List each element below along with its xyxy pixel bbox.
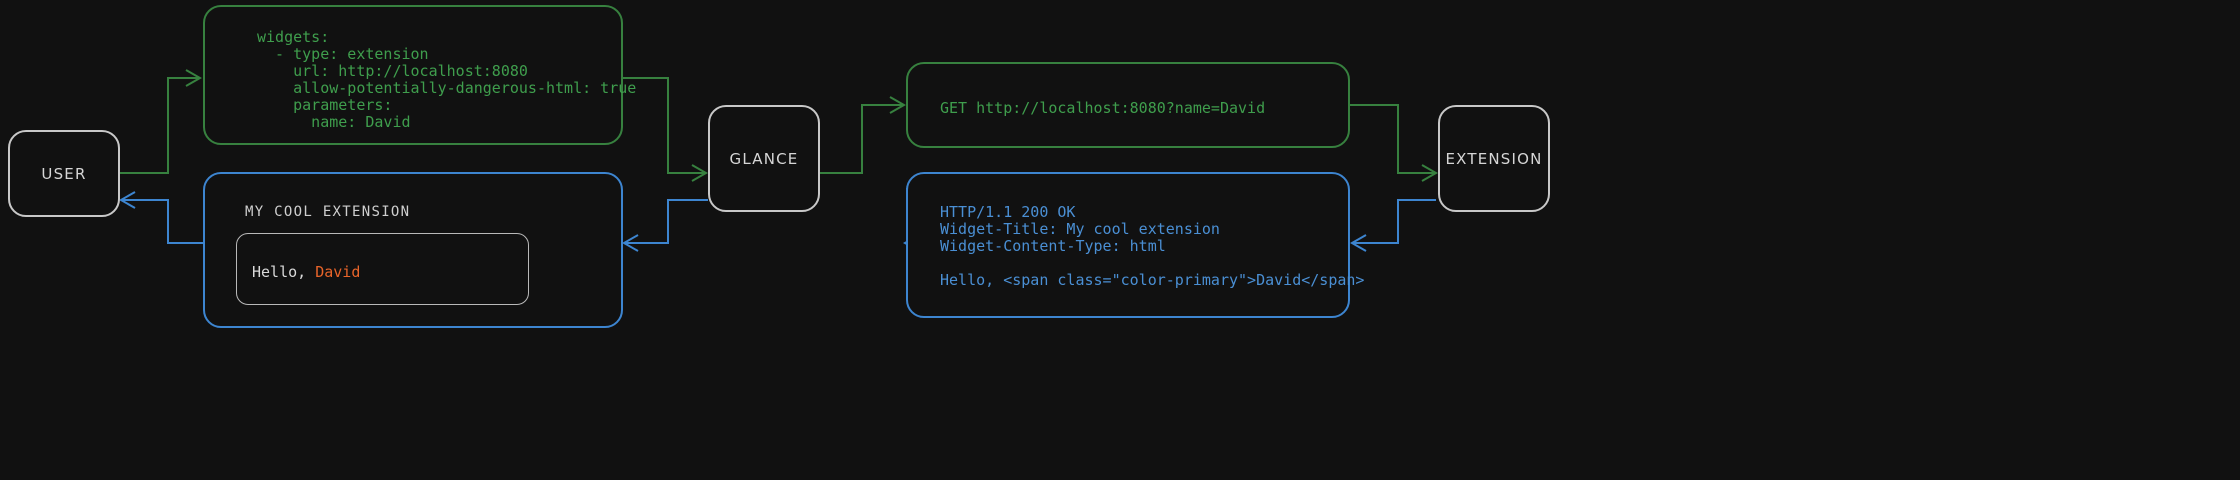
widget-preview-box: MY COOL EXTENSION Hello, David (203, 172, 623, 328)
http-response-widget-title-header: Widget-Title: My cool extension (940, 220, 1220, 238)
arrow-glance-to-widget (621, 199, 708, 252)
widget-greeting-name: David (315, 263, 361, 281)
arrow-widget-to-user (118, 191, 203, 244)
http-response-blank-line (940, 255, 1364, 272)
node-glance[interactable]: GLANCE (708, 105, 820, 212)
http-response-box: HTTP/1.1 200 OK Widget-Title: My cool ex… (906, 172, 1364, 318)
http-request-text: GET http://localhost:8080?name=David (940, 99, 1266, 117)
http-response-body: Hello, <span class="color-primary">David… (940, 271, 1365, 289)
node-glance-label: GLANCE (729, 149, 799, 168)
widget-greeting-prefix: Hello, (252, 263, 316, 281)
arrow-extension-to-response (1349, 199, 1436, 252)
widget-preview-card: Hello, David (236, 233, 529, 305)
widget-preview-title: MY COOL EXTENSION (245, 204, 411, 220)
http-response-content-type-header: Widget-Content-Type: html (940, 237, 1166, 255)
node-extension-label: EXTENSION (1445, 149, 1543, 168)
http-response-status-line: HTTP/1.1 200 OK (940, 203, 1076, 221)
node-user[interactable]: USER (8, 130, 120, 217)
widget-preview-greeting: Hello, David (252, 263, 360, 281)
node-user-label: USER (41, 164, 87, 183)
config-yaml-text: widgets: - type: extension url: http://l… (257, 28, 637, 131)
arrow-request-to-extension (1350, 104, 1439, 182)
http-response-text: HTTP/1.1 200 OK Widget-Title: My cool ex… (940, 204, 1364, 289)
arrow-glance-to-request (820, 96, 907, 174)
node-extension[interactable]: EXTENSION (1438, 105, 1550, 212)
arrow-user-to-config (120, 69, 203, 174)
config-yaml-box: widgets: - type: extension url: http://l… (203, 5, 636, 145)
http-request-box: GET http://localhost:8080?name=David (906, 62, 1350, 148)
